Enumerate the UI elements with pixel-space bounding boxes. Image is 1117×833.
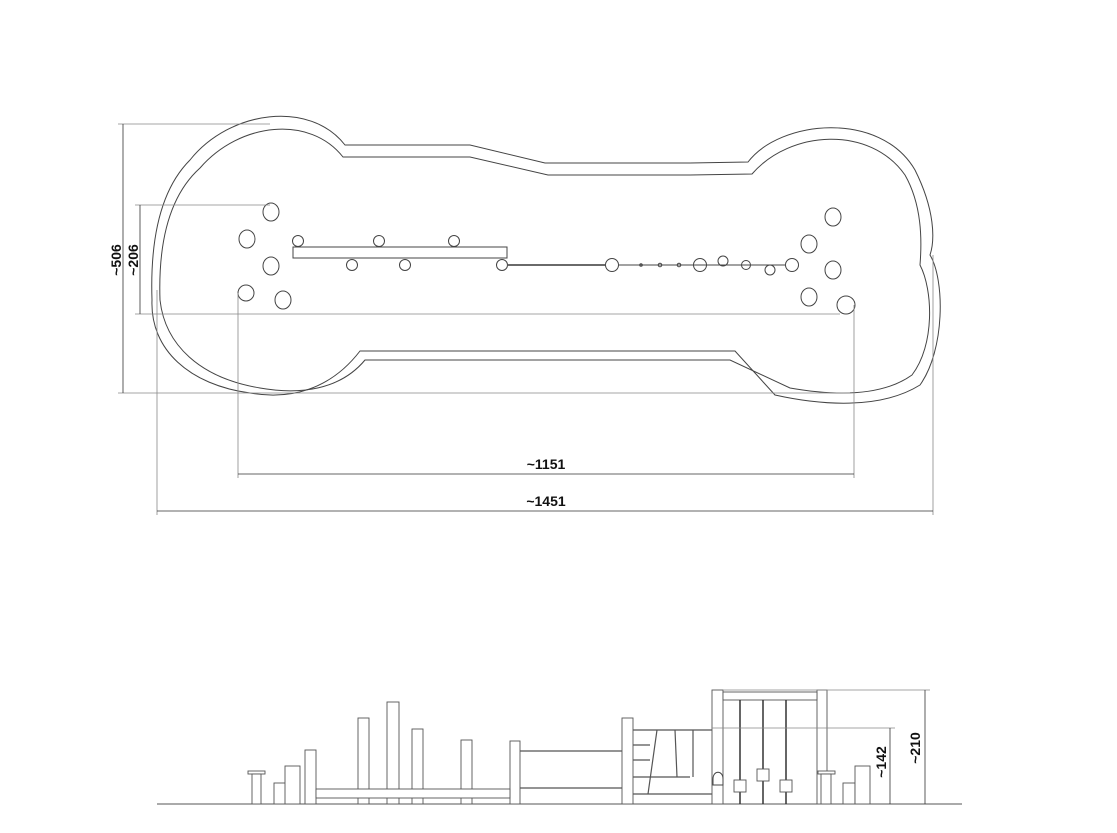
dim-total-width-label: ~506	[108, 244, 124, 276]
dim-total-height-label: ~210	[907, 732, 923, 764]
elevation-view: ~210 ~142	[157, 689, 962, 805]
outer-border	[151, 115, 941, 404]
dim-total-length-label: ~1451	[526, 493, 566, 509]
dim-stones-width-label: ~206	[125, 244, 141, 276]
rope-course-plan	[507, 255, 799, 276]
stepping-stones-right	[800, 207, 856, 315]
posts	[247, 689, 871, 805]
dim-stones-span-label: ~1151	[527, 456, 566, 472]
dim-net-height-label: ~142	[873, 746, 889, 778]
rope-bridge-elevation	[520, 729, 712, 795]
balance-beam-plan	[292, 235, 508, 271]
plan-view: ~506 ~206 ~1151 ~1451	[108, 115, 941, 515]
inner-border	[159, 128, 931, 394]
elevation-dimension-lines	[712, 689, 930, 804]
hanging-ropes	[712, 700, 793, 804]
stepping-stones-left	[237, 202, 292, 310]
dimension-lines	[118, 123, 934, 515]
